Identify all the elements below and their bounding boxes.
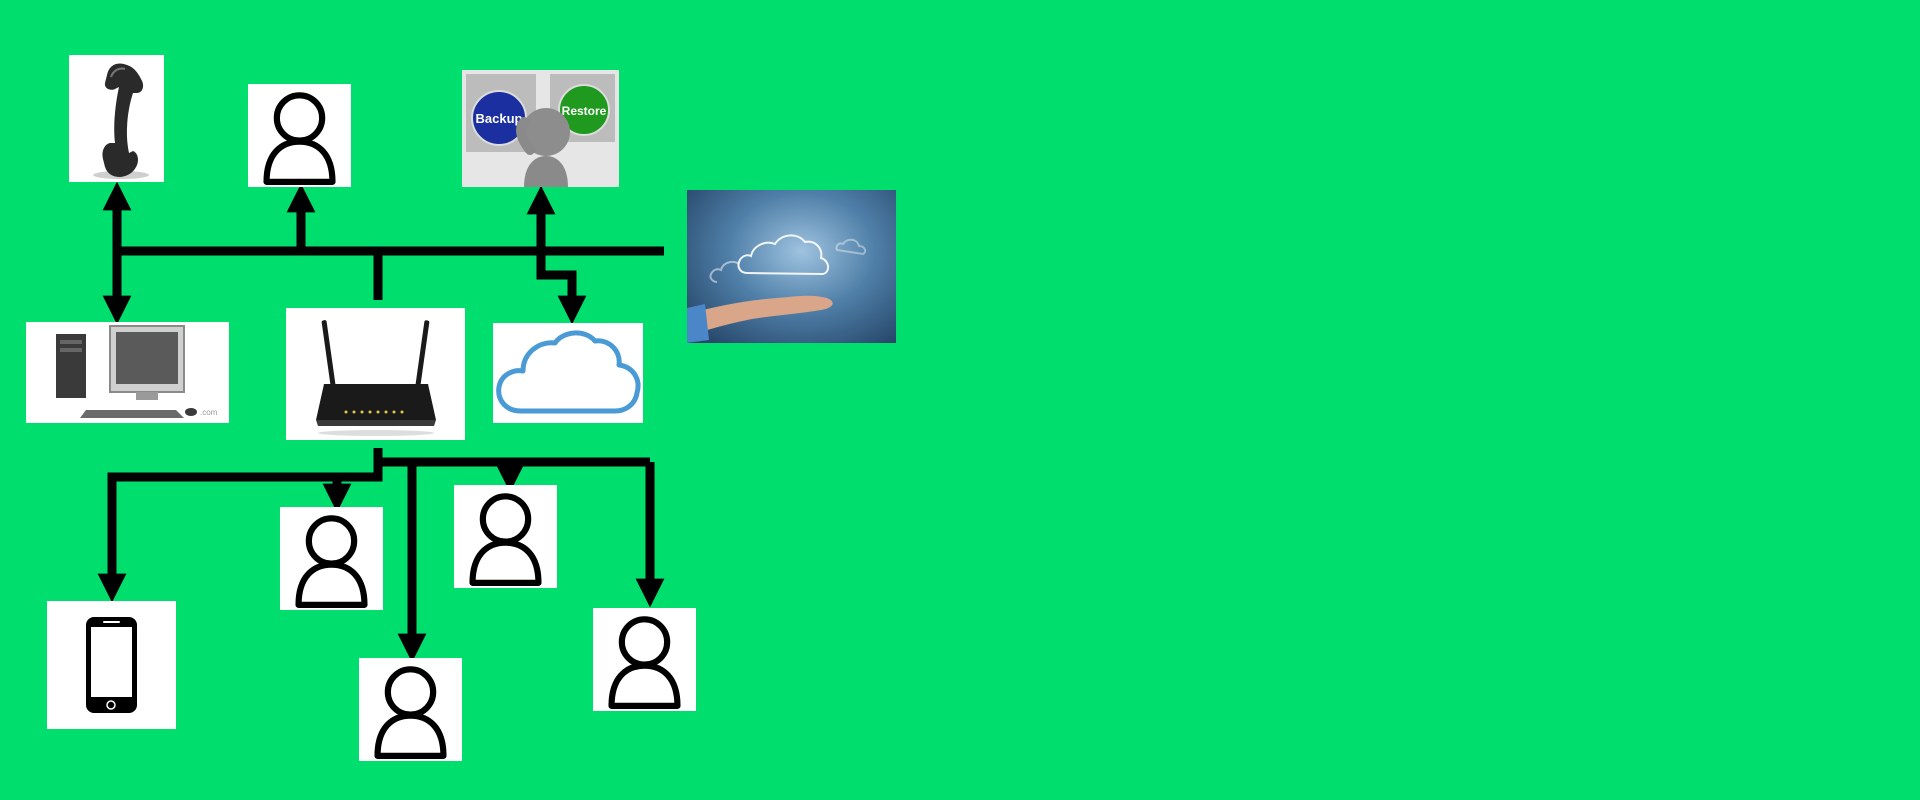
telephone-node xyxy=(69,55,164,182)
desktop-computer-icon: .com xyxy=(56,325,218,418)
user-1-node xyxy=(280,507,383,610)
person-icon xyxy=(374,666,447,759)
person-icon xyxy=(608,616,681,709)
cloud-hand-node xyxy=(687,190,896,343)
telephone-icon xyxy=(93,63,149,179)
phone-node xyxy=(47,601,176,729)
desktop-watermark: .com xyxy=(200,408,218,417)
router-node xyxy=(286,308,465,440)
restore-button-label: Restore xyxy=(562,104,607,118)
cloud-node xyxy=(493,323,643,423)
user-top-node xyxy=(248,84,351,187)
user-2-node xyxy=(359,658,462,761)
cloud-in-hand-icon xyxy=(687,234,867,343)
backup-restore-icon: Backup Restore xyxy=(466,74,615,187)
smartphone-icon xyxy=(86,617,137,713)
person-icon xyxy=(295,515,368,608)
user-4-node xyxy=(593,608,696,711)
backup-restore-node: Backup Restore xyxy=(462,70,619,187)
backup-button-label: Backup xyxy=(476,111,523,126)
desktop-node: .com xyxy=(26,322,229,423)
person-icon xyxy=(263,92,336,185)
user-3-node xyxy=(454,485,557,588)
wire-to-cloud xyxy=(536,251,587,325)
wifi-router-icon xyxy=(316,320,436,436)
cloud-icon xyxy=(496,330,641,414)
person-icon xyxy=(469,493,542,586)
